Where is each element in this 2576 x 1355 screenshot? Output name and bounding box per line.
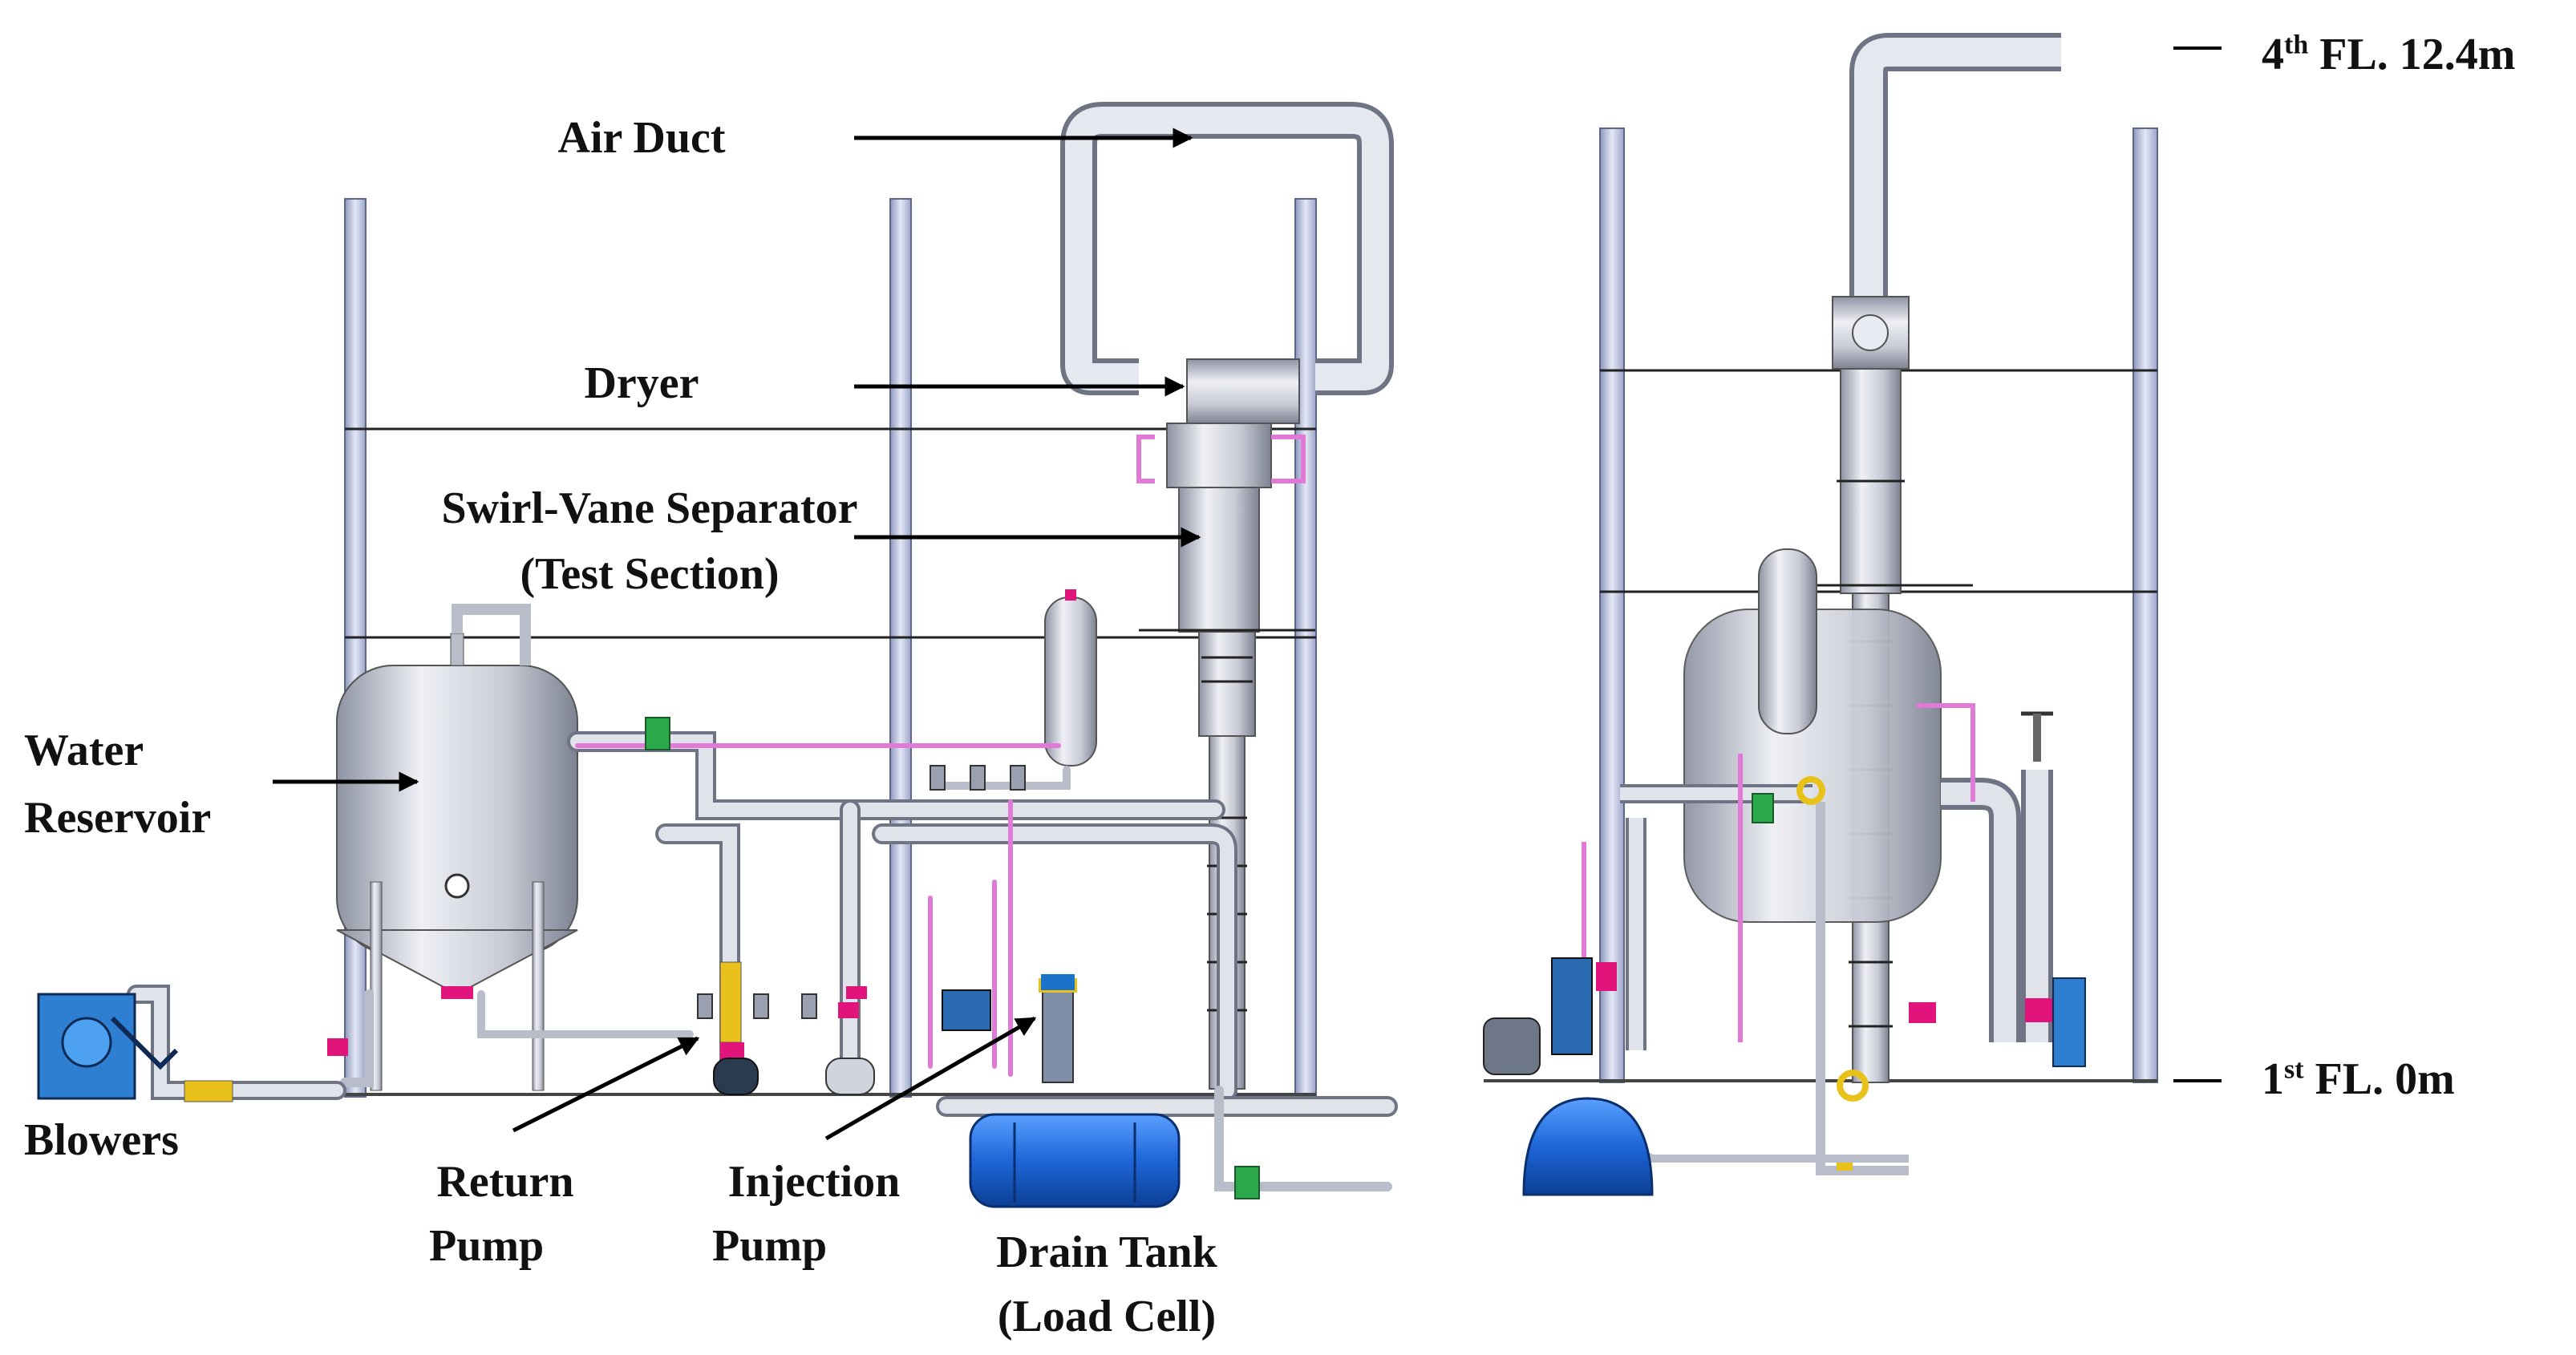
separator-label-line2: (Test Section) bbox=[520, 549, 780, 599]
dryer-label: Dryer bbox=[584, 358, 699, 408]
left-view bbox=[37, 102, 1398, 1208]
water-reservoir-label-line2: Reservoir bbox=[24, 793, 212, 843]
return-pump bbox=[713, 961, 875, 1095]
callout-arrows bbox=[273, 127, 1201, 1141]
blowers bbox=[37, 993, 233, 1102]
top-floor-level-label: 4th FL. 12.4m bbox=[2262, 30, 2516, 79]
drain-tank bbox=[969, 1113, 1181, 1208]
separator-label-line1: Swirl-Vane Separator bbox=[441, 483, 858, 533]
magenta-fittings bbox=[327, 986, 867, 1056]
valve-green bbox=[645, 717, 1260, 1199]
piping-network bbox=[127, 731, 1398, 1191]
water-reservoir bbox=[336, 604, 578, 1091]
drain-tank-label-line2: (Load Cell) bbox=[997, 1292, 1217, 1341]
water-reservoir-label-line1: Water bbox=[24, 726, 144, 775]
return-pump-label-line1: Return bbox=[436, 1157, 574, 1207]
return-pump-label-line2: Pump bbox=[429, 1221, 545, 1271]
dryer-box bbox=[1186, 358, 1300, 424]
accumulator-vessel bbox=[1044, 589, 1097, 766]
drain-tank-label-line1: Drain Tank bbox=[996, 1228, 1217, 1277]
air-duct-label: Air Duct bbox=[557, 113, 726, 163]
right-view bbox=[1483, 33, 2222, 1196]
blowers-label: Blowers bbox=[24, 1115, 179, 1165]
air-duct bbox=[1060, 102, 1394, 395]
injection-pump bbox=[942, 974, 1077, 1083]
instrument-row bbox=[697, 765, 1026, 1019]
injection-pump-label-line2: Pump bbox=[712, 1221, 828, 1271]
ground-floor-level-label: 1st FL. 0m bbox=[2262, 1054, 2455, 1104]
injection-pump-label-line1: Injection bbox=[727, 1157, 901, 1207]
